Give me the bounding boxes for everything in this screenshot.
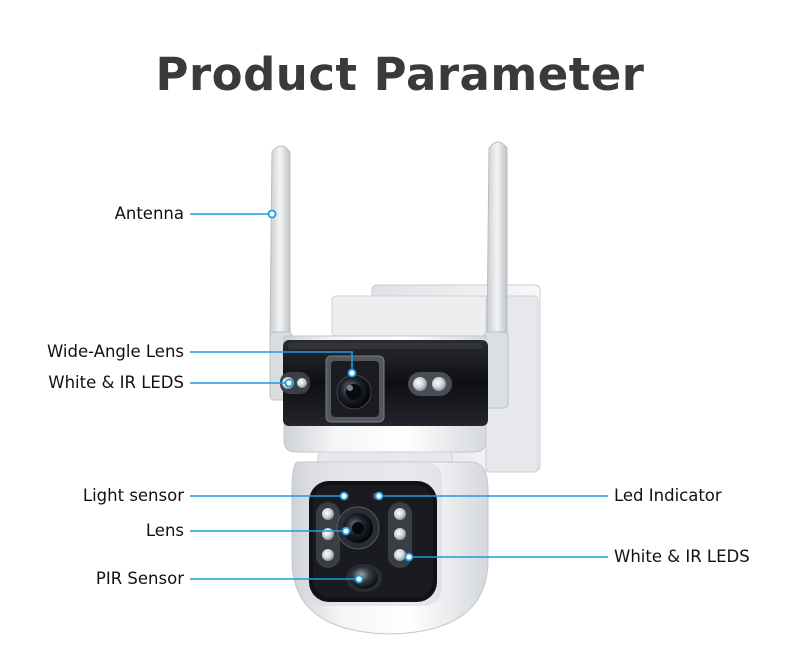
lower-leds-right [388, 502, 412, 568]
callout-dots [267, 209, 414, 584]
lower-leds-left [316, 502, 340, 568]
label-pir-sensor: PIR Sensor [95, 569, 184, 588]
wide-angle-lens [325, 355, 385, 423]
label-white-ir-leds-top: White & IR LEDS [48, 373, 184, 392]
upper-head [283, 335, 488, 453]
label-white-ir-leds-bottom: White & IR LEDS [614, 547, 750, 566]
callout-lines [190, 213, 608, 580]
label-led-indicator: Led Indicator [614, 486, 722, 505]
pir-sensor [346, 564, 382, 592]
lower-lens [336, 506, 380, 550]
page-title: Product Parameter [155, 48, 645, 101]
label-wide-angle-lens: Wide-Angle Lens [46, 342, 184, 361]
label-antenna: Antenna [114, 204, 184, 223]
label-lens: Lens [145, 521, 184, 540]
antenna-right [483, 141, 509, 409]
label-light-sensor: Light sensor [82, 486, 184, 505]
top-leds-right [408, 372, 452, 396]
